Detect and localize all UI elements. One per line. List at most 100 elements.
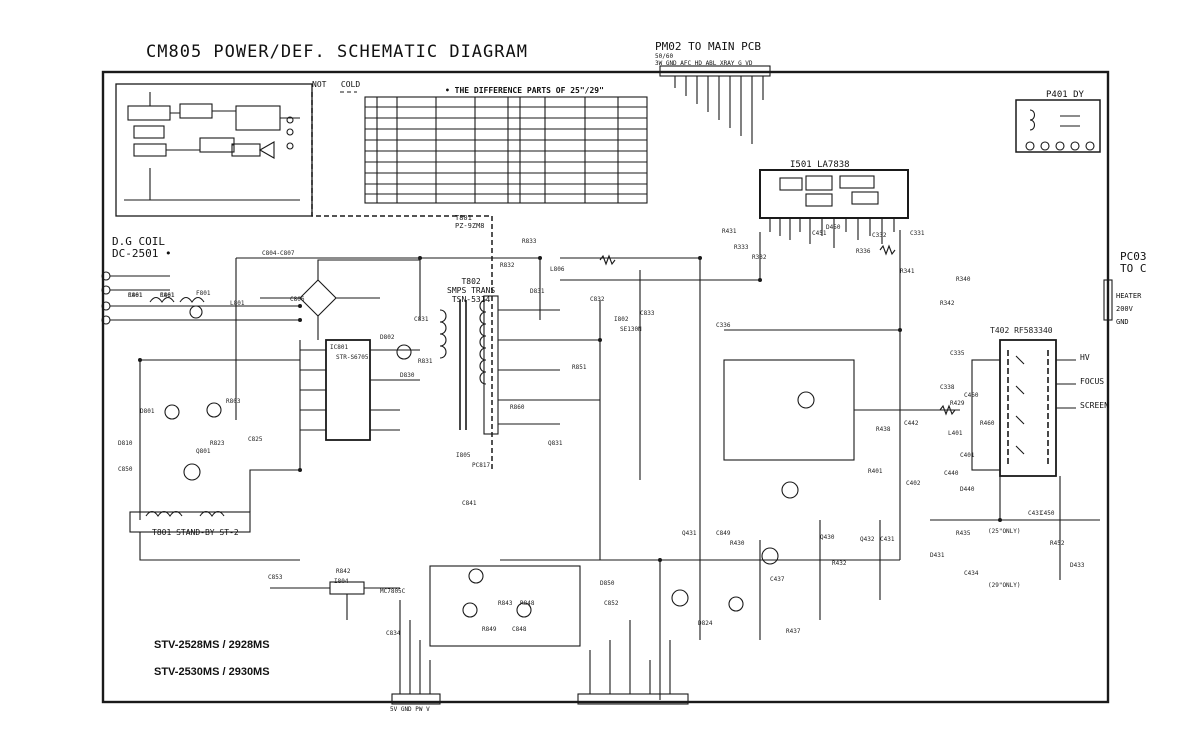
component-ref: D850 bbox=[600, 580, 615, 587]
model-line1: STV-2528MS / 2928MS bbox=[154, 639, 270, 651]
component-ref: STR-S6705 bbox=[336, 354, 369, 361]
bottom-left-connector-pins: 5V GND PW V bbox=[390, 706, 430, 713]
component-ref: C442 bbox=[904, 420, 919, 427]
component-ref: C450 bbox=[1040, 510, 1055, 517]
component-ref: C801 bbox=[160, 292, 175, 299]
smps-line3: TSN-5314 bbox=[451, 295, 491, 304]
component-ref: C849 bbox=[716, 530, 731, 537]
t801-line1: T801 bbox=[455, 214, 472, 222]
component-ref: R803 bbox=[226, 398, 241, 405]
component-ref: Q801 bbox=[196, 448, 211, 455]
component-ref: C853 bbox=[268, 574, 283, 581]
t801-label: T801 PZ-9ZM8 bbox=[455, 214, 485, 230]
component-ref: R438 bbox=[876, 426, 891, 433]
component-ref: R842 bbox=[336, 568, 351, 575]
ic501-label: I501 LA7838 bbox=[790, 160, 850, 170]
component-ref: C804-C807 bbox=[262, 250, 295, 257]
component-ref: C336 bbox=[716, 322, 731, 329]
component-ref: R340 bbox=[956, 276, 971, 283]
component-ref: R823 bbox=[210, 440, 225, 447]
component-ref: C850 bbox=[118, 466, 133, 473]
pm02-connector-label: PM02 TO MAIN PCB 50/60 3W GND AFC HD ABL… bbox=[655, 40, 761, 67]
heater-connector: HEATER 200V GND bbox=[1116, 290, 1141, 329]
component-ref: C434 bbox=[964, 570, 979, 577]
dg-coil-label: D.G COIL DC-2501 • bbox=[112, 236, 172, 260]
component-ref: R435 bbox=[956, 530, 971, 537]
component-ref: C338 bbox=[940, 384, 955, 391]
component-ref: I805 bbox=[456, 452, 471, 459]
component-ref: D440 bbox=[960, 486, 975, 493]
component-ref: IC801 bbox=[330, 344, 349, 351]
component-ref: C431 bbox=[880, 536, 895, 543]
smps-transformer-label: T802 SMPS TRANS TSN-5314 bbox=[447, 277, 495, 304]
component-ref: C332 bbox=[872, 232, 887, 239]
component-ref: Q432 bbox=[860, 536, 875, 543]
component-ref: R452 bbox=[1050, 540, 1065, 547]
component-ref: C437 bbox=[770, 576, 785, 583]
component-ref: C331 bbox=[910, 230, 925, 237]
component-ref: I802 bbox=[614, 316, 629, 323]
focus-label: FOCUS bbox=[1080, 377, 1105, 386]
p401-label: P401 DY bbox=[1046, 90, 1084, 100]
component-ref: D801 bbox=[140, 408, 155, 415]
note-25-only: (25"ONLY) bbox=[988, 528, 1021, 535]
t801-line2: PZ-9ZM8 bbox=[455, 222, 485, 230]
dg-coil-line1: D.G COIL bbox=[112, 235, 165, 248]
component-ref: L401 bbox=[948, 430, 963, 437]
component-ref: F801 bbox=[196, 290, 211, 297]
component-ref: D831 bbox=[530, 288, 545, 295]
cold-label: COLD bbox=[340, 80, 361, 89]
smps-line1: T802 bbox=[461, 277, 481, 286]
component-ref: C431 bbox=[1028, 510, 1043, 517]
component-ref: C806 bbox=[290, 296, 305, 303]
component-ref: C834 bbox=[386, 630, 401, 637]
model-line2: STV-2530MS / 2930MS bbox=[154, 666, 270, 678]
component-ref: C841 bbox=[462, 500, 477, 507]
pm02-pins: 3W GND AFC HD ABL XRAY G VD bbox=[655, 60, 753, 67]
component-ref: R461 bbox=[160, 292, 175, 299]
component-ref: R333 bbox=[734, 244, 749, 251]
model-numbers: STV-2528MS / 2928MS STV-2530MS / 2930MS bbox=[154, 632, 270, 686]
component-ref: R336 bbox=[856, 248, 871, 255]
component-ref: C401 bbox=[960, 452, 975, 459]
screen-label: SCREEN bbox=[1080, 401, 1109, 410]
hv-label: HV bbox=[1080, 353, 1090, 362]
component-ref: Q430 bbox=[820, 534, 835, 541]
component-ref: I804 bbox=[334, 578, 349, 585]
component-ref: Q431 bbox=[682, 530, 697, 537]
heater-line2: 200V bbox=[1116, 305, 1133, 313]
component-ref: R843 bbox=[498, 600, 513, 607]
component-ref: L801 bbox=[230, 300, 245, 307]
diagram-title: CM805 POWER/DEF. SCHEMATIC DIAGRAM bbox=[146, 42, 528, 62]
component-ref: D433 bbox=[1070, 562, 1085, 569]
component-ref: C832 bbox=[590, 296, 605, 303]
component-ref: C461 bbox=[128, 292, 143, 299]
component-ref: L806 bbox=[550, 266, 565, 273]
component-ref: C402 bbox=[906, 480, 921, 487]
component-ref: R851 bbox=[572, 364, 587, 371]
component-ref: R832 bbox=[500, 262, 515, 269]
component-ref: C848 bbox=[512, 626, 527, 633]
component-ref: R437 bbox=[786, 628, 801, 635]
heater-line1: HEATER bbox=[1116, 292, 1142, 300]
hot-cold-marker: NOT COLD bbox=[312, 80, 360, 89]
component-ref: R431 bbox=[722, 228, 737, 235]
component-ref: C335 bbox=[950, 350, 965, 357]
component-ref: C440 bbox=[944, 470, 959, 477]
component-ref: MC7805C bbox=[380, 588, 406, 595]
component-ref: C825 bbox=[248, 436, 263, 443]
note-29-only: (29"ONLY) bbox=[988, 582, 1021, 589]
component-ref: R860 bbox=[510, 404, 525, 411]
pm02-label: PM02 TO MAIN PCB bbox=[655, 40, 761, 53]
pc03-line2: TO C bbox=[1120, 262, 1147, 275]
component-ref: R332 bbox=[752, 254, 767, 261]
component-ref: D450 bbox=[826, 224, 841, 231]
component-ref: C451 bbox=[812, 230, 827, 237]
dg-coil-line2: DC-2501 • bbox=[112, 247, 172, 260]
component-ref: Q831 bbox=[548, 440, 563, 447]
difference-table-title: • THE DIFFERENCE PARTS OF 25"/29" bbox=[445, 86, 604, 95]
component-ref: D431 bbox=[930, 552, 945, 559]
component-ref: D824 bbox=[698, 620, 713, 627]
heater-line3: GND bbox=[1116, 318, 1129, 326]
